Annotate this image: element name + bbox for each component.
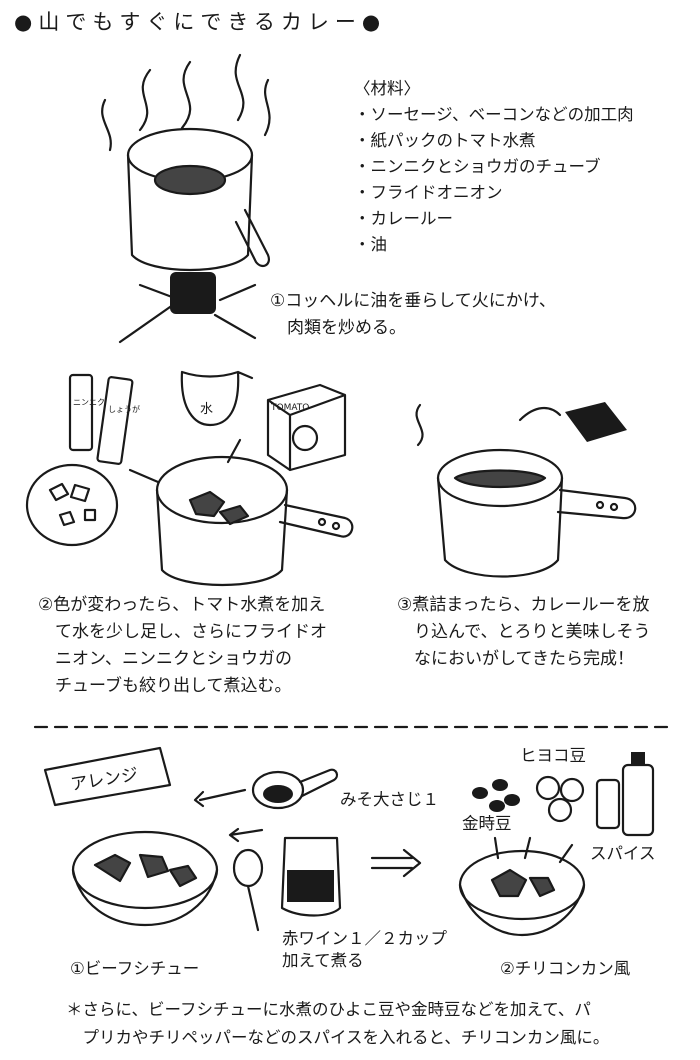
step-2-line: チューブも絞り出して煮込む。 [55,676,292,696]
step-2-line: て水を少し足し、さらにフライドオ [55,622,327,642]
ingredient-item: カレールー [354,206,634,232]
footnote: ＊さらに、ビーフシチューに水煮のひよこ豆や金時豆などを加えて、パ プリカやチリペ… [66,996,609,1052]
arrow-icon [370,848,422,878]
step-3-line: ③煮詰まったら、カレールーを放 [397,595,650,615]
ginger-tube-label: しょうが [108,404,140,414]
wine-label: 加えて煮る [282,951,364,970]
footnote-line: プリカやチリペッパーなどのスパイスを入れると、チリコンカン風に。 [82,1028,610,1047]
page-title: ●山でもすぐにできるカレー● [14,10,387,34]
step-3-text: ③煮詰まったら、カレールーを放 り込んで、とろりと美味しそう なにおいがしてきた… [397,592,650,673]
ingredients-heading: 〈材料〉 [354,79,420,98]
step-1-line: 肉類を炒める。 [287,318,406,338]
step-2-text: ②色が変わったら、トマト水煮を加え て水を少し足し、さらにフライドオ ニオン、ニ… [38,592,327,700]
water-cup-label: 水 [200,402,213,417]
step-2-line: ②色が変わったら、トマト水煮を加え [38,595,326,615]
wine-label: 赤ワイン１／２カップ [282,929,447,948]
tomato-box-label: TOMATO [270,403,309,413]
chickpea-label: ヒヨコ豆 [520,746,586,765]
ingredient-item: フライドオニオン [354,180,634,206]
step3-illustration [415,402,637,578]
steam-icon [415,403,424,447]
arrange-illustration [43,746,655,937]
step-1-line: ①コッヘルに油を垂らして火にかけ、 [270,291,556,311]
garlic-tube-label: ニンニク [73,398,105,407]
ingredient-item: ソーセージ、ベーコンなどの加工肉 [354,102,634,128]
steam-icon [101,53,271,152]
ingredient-item: ニンニクとショウガのチューブ [354,154,634,180]
beef-stew-label: ①ビーフシチュー [70,959,200,978]
miso-label: みそ大さじ１ [340,790,439,809]
step-2-line: ニオン、ニンニクとショウガの [55,649,292,669]
chili-con-carne-label: ②チリコンカン風 [500,959,631,978]
kidney-bean-label: 金時豆 [462,814,512,833]
ingredient-item: 紙パックのトマト水煮 [354,128,634,154]
arrange-badge-frame [43,746,172,807]
ingredient-item: 油 [354,232,634,258]
step-3-line: なにおいがしてきたら完成！ [414,649,634,669]
step2-illustration: ニンニク しょうが 水 TOMATO [25,370,354,587]
footnote-line: ＊さらに、ビーフシチューに水煮のひよこ豆や金時豆などを加えて、パ [66,1000,591,1019]
spice-label: スパイス [590,844,656,863]
step-1-text: ①コッヘルに油を垂らして火にかけ、 肉類を炒める。 [270,288,556,342]
step1-pot-illustration [101,53,271,344]
ingredients-list: 〈材料〉 ソーセージ、ベーコンなどの加工肉 紙パックのトマト水煮 ニンニクとショ… [354,76,634,258]
step-3-line: り込んで、とろりと美味しそう [414,622,651,642]
